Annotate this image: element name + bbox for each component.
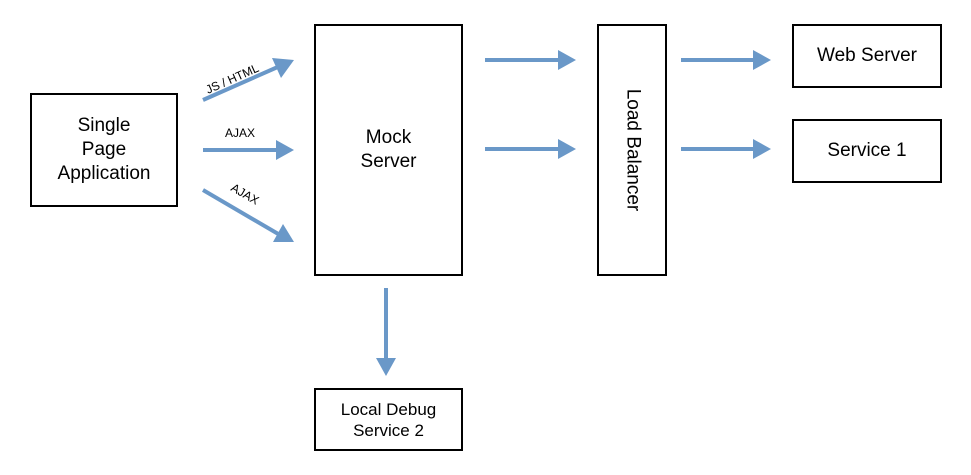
single-page-application-label: Single Page Application <box>57 115 151 184</box>
mock-server-box: Mock Server <box>314 24 463 276</box>
local-debug-service-2-label: Local Debug Service 2 <box>340 399 437 440</box>
arrow-lb-to-web-server <box>681 50 771 70</box>
web-server-label: Web Server <box>817 45 917 66</box>
arrow-mock-to-debug <box>376 288 396 376</box>
load-balancer-label: Load Balancer <box>622 88 644 212</box>
web-server-box: Web Server <box>792 24 942 88</box>
arrow-mock-to-lb-top <box>485 50 576 70</box>
arrow-spa-to-mock-bottom <box>201 188 294 242</box>
edge-label-ajax-middle: AJAX <box>225 126 255 140</box>
service-1-label: Service 1 <box>827 140 907 161</box>
arrow-lb-to-service-1 <box>681 139 771 159</box>
load-balancer-box: Load Balancer <box>597 24 667 276</box>
arrow-mock-to-lb-bottom <box>485 139 576 159</box>
mock-server-label: Mock Server <box>360 127 417 172</box>
local-debug-service-2-box: Local Debug Service 2 <box>314 388 463 451</box>
arrow-spa-to-mock-middle <box>203 140 294 160</box>
edge-label-ajax-bottom: AJAX <box>229 180 262 207</box>
single-page-application-box: Single Page Application <box>30 93 178 207</box>
service-1-box: Service 1 <box>792 119 942 183</box>
arrow-spa-to-mock-top <box>202 58 294 102</box>
